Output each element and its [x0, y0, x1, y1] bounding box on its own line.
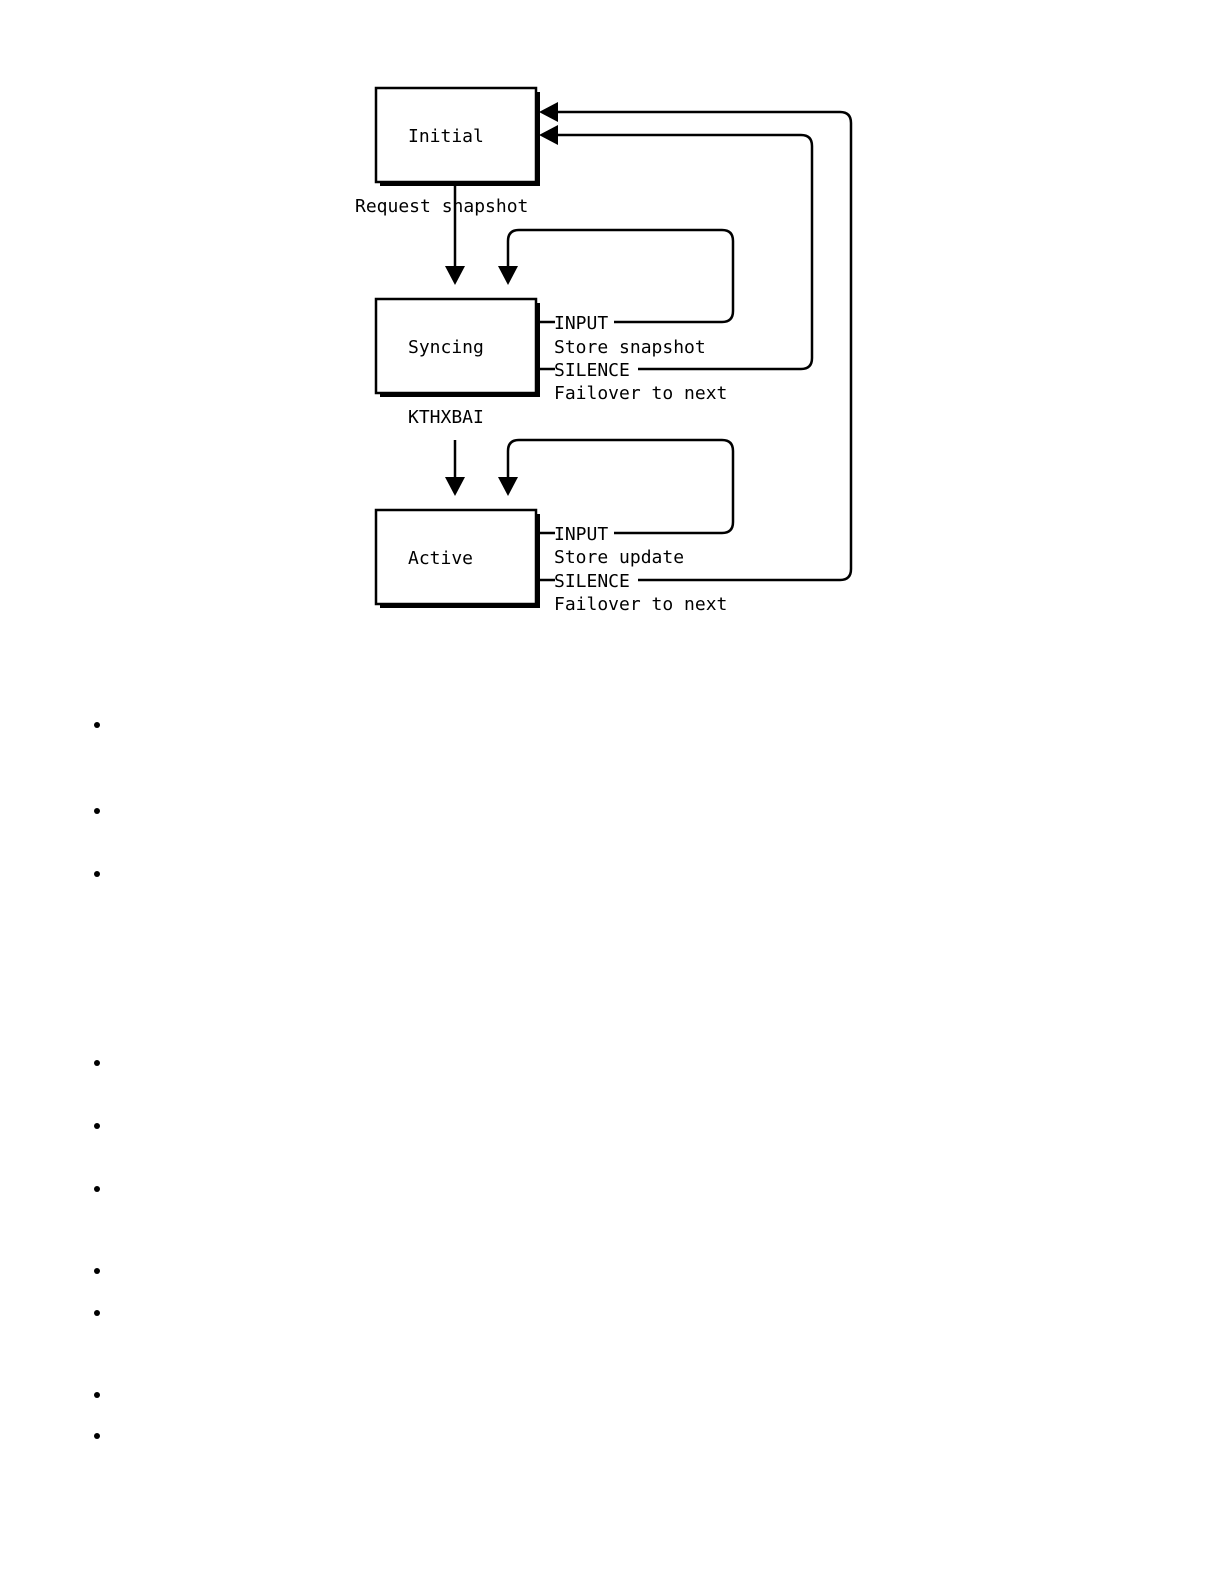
syncing-silence-line — [556, 133, 814, 371]
arrowhead-down — [498, 266, 518, 285]
edge-syncing-silence-to-initial: SILENCE Failover to next — [538, 125, 814, 404]
arrowhead-left — [539, 102, 558, 122]
state-active: Active — [374, 508, 540, 608]
state-initial: Initial — [374, 86, 540, 186]
list-item-bullet — [94, 1392, 100, 1398]
arrowhead-down — [498, 477, 518, 496]
list-item-bullet — [94, 722, 100, 728]
active-input-loop-line — [506, 438, 735, 535]
state-initial-box — [374, 86, 538, 184]
active-silence-action: Failover to next — [554, 594, 727, 615]
list-item-bullet — [94, 1186, 100, 1192]
syncing-input-action: Store snapshot — [554, 337, 706, 358]
syncing-input-loop-line — [506, 228, 735, 324]
state-active-box — [374, 508, 538, 606]
state-syncing-box — [374, 297, 538, 395]
arrowhead-down — [445, 477, 465, 496]
active-silence-label: SILENCE — [554, 571, 630, 592]
arrowhead-down — [445, 266, 465, 285]
edge-active-silence-to-initial: SILENCE Failover to next — [538, 102, 853, 615]
list-item-bullet — [94, 808, 100, 814]
active-input-action: Store update — [554, 547, 684, 568]
syncing-silence-action: Failover to next — [554, 383, 727, 404]
transition-request-snapshot-label: Request snapshot — [355, 196, 528, 217]
syncing-input-label: INPUT — [554, 313, 608, 334]
transition-kthxbai-label: KTHXBAI — [408, 407, 484, 428]
state-machine-diagram: Initial Syncing Active Request snapshot … — [355, 86, 853, 615]
list-item-bullet — [94, 1123, 100, 1129]
edge-active-input-loop: INPUT Store update — [498, 438, 735, 568]
list-item-bullet — [94, 871, 100, 877]
syncing-silence-label: SILENCE — [554, 360, 630, 381]
list-item-bullet — [94, 1433, 100, 1439]
edge-initial-to-syncing: Request snapshot — [355, 182, 528, 285]
edge-syncing-input-loop: INPUT Store snapshot — [498, 228, 735, 358]
state-initial-label: Initial — [408, 126, 484, 147]
arrowhead-left — [539, 125, 558, 145]
state-syncing: Syncing — [374, 297, 540, 397]
list-item-bullet — [94, 1060, 100, 1066]
state-active-label: Active — [408, 548, 473, 569]
list-item-bullet — [94, 1310, 100, 1316]
state-syncing-label: Syncing — [408, 337, 484, 358]
active-input-label: INPUT — [554, 524, 608, 545]
list-item-bullet — [94, 1268, 100, 1274]
active-silence-line — [556, 110, 853, 582]
edge-syncing-to-active: KTHXBAI — [408, 407, 484, 496]
